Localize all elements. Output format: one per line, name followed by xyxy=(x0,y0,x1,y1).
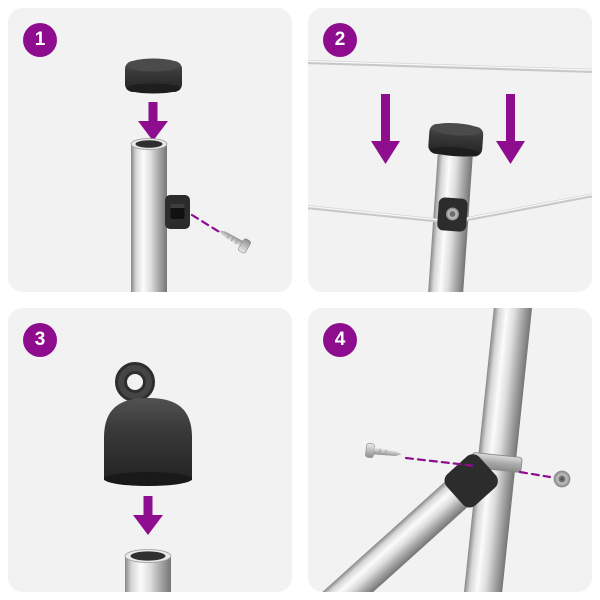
step-badge-2: 2 xyxy=(323,23,357,57)
step-3-illustration xyxy=(104,362,192,592)
end-cap-icon xyxy=(125,58,182,94)
end-cap-icon xyxy=(428,122,484,157)
step-number: 2 xyxy=(334,29,346,50)
step-1-illustration xyxy=(125,58,251,292)
bolt-icon xyxy=(365,443,402,458)
step-panel-2: 2 xyxy=(308,8,592,292)
step-badge-4: 4 xyxy=(323,323,357,357)
screw-icon xyxy=(218,230,251,254)
step-2-illustration xyxy=(308,60,592,292)
step-number: 3 xyxy=(34,329,46,350)
clamp-block xyxy=(165,195,190,229)
dashed-guide-line-left xyxy=(404,456,478,468)
step-badge-3: 3 xyxy=(23,323,57,357)
down-arrow-icon xyxy=(133,496,163,535)
open-metal-pole xyxy=(124,549,172,592)
top-wire xyxy=(308,60,592,73)
step-number: 4 xyxy=(334,329,346,350)
step-4-illustration xyxy=(308,308,571,592)
dashed-guide-line-right xyxy=(518,470,552,479)
wire-clamp xyxy=(437,197,468,232)
down-arrow-right-icon xyxy=(496,94,525,164)
vertical-pole xyxy=(461,308,535,592)
clamp-sleeve xyxy=(444,454,498,508)
down-arrow-left-icon xyxy=(371,94,400,164)
eyelet-cap-icon xyxy=(104,362,192,486)
step-panel-3: 3 xyxy=(8,308,292,592)
metal-pole xyxy=(130,138,168,292)
step-panel-4: 4 xyxy=(308,308,592,592)
step-panel-1: 1 xyxy=(8,8,292,292)
down-arrow-icon xyxy=(138,102,168,141)
step-number: 1 xyxy=(34,29,46,50)
screw-head-icon xyxy=(553,470,571,488)
step-badge-1: 1 xyxy=(23,23,57,57)
dashed-guide-line xyxy=(190,213,223,235)
diagonal-pole xyxy=(308,454,498,592)
